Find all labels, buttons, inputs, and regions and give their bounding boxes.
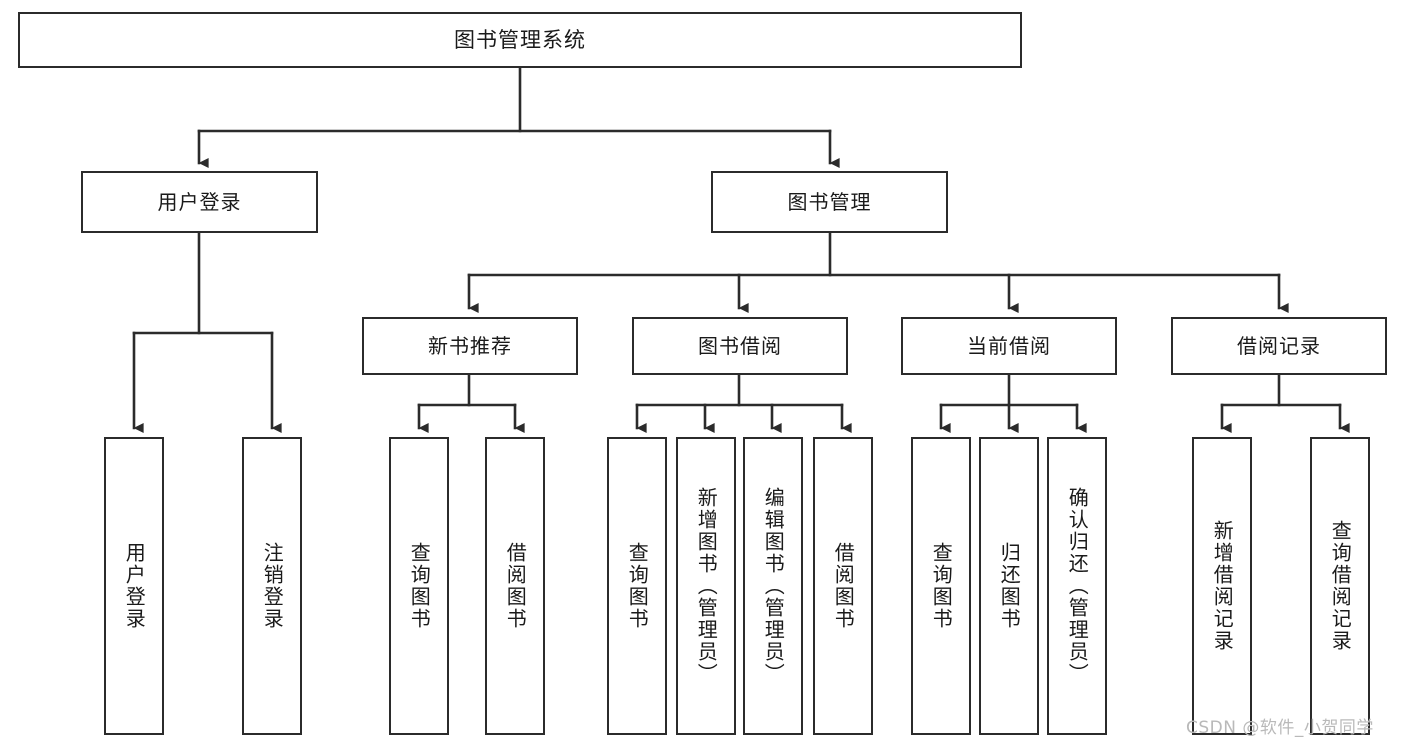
node-label: 图书管理 [787, 189, 872, 214]
node-book-management[interactable]: 图书管理 [711, 171, 948, 233]
node-new-book-recommend[interactable]: 新书推荐 [362, 317, 578, 375]
leaf-return-book[interactable]: 归还图书 [979, 437, 1039, 735]
leaf-query-book-recommend[interactable]: 查询图书 [389, 437, 449, 735]
leaf-logout[interactable]: 注销登录 [242, 437, 302, 735]
leaf-query-book-current[interactable]: 查询图书 [911, 437, 971, 735]
node-book-borrow[interactable]: 图书借阅 [632, 317, 848, 375]
leaf-add-book-admin[interactable]: 新增图书（管理员） [676, 437, 736, 735]
leaf-borrow-book[interactable]: 借阅图书 [813, 437, 873, 735]
node-label: 用户登录 [157, 189, 242, 214]
leaf-edit-book-admin[interactable]: 编辑图书（管理员） [743, 437, 803, 735]
node-label: 借阅记录 [1237, 333, 1321, 358]
leaf-confirm-return-admin[interactable]: 确认归还（管理员） [1047, 437, 1107, 735]
leaf-add-borrow-record[interactable]: 新增借阅记录 [1192, 437, 1252, 735]
node-label: 图书管理系统 [454, 27, 586, 52]
csdn-watermark: CSDN @软件_小贺同学 [1186, 718, 1374, 738]
node-label: 图书借阅 [698, 333, 782, 358]
leaf-borrow-book-recommend[interactable]: 借阅图书 [485, 437, 545, 735]
node-root-book-management-system[interactable]: 图书管理系统 [18, 12, 1022, 68]
leaf-user-login[interactable]: 用户登录 [104, 437, 164, 735]
leaf-query-book-borrow[interactable]: 查询图书 [607, 437, 667, 735]
node-label: 当前借阅 [967, 333, 1051, 358]
node-borrow-record[interactable]: 借阅记录 [1171, 317, 1387, 375]
node-user-login[interactable]: 用户登录 [81, 171, 318, 233]
node-label: 新书推荐 [428, 333, 512, 358]
node-current-borrow[interactable]: 当前借阅 [901, 317, 1117, 375]
leaf-query-borrow-record[interactable]: 查询借阅记录 [1310, 437, 1370, 735]
